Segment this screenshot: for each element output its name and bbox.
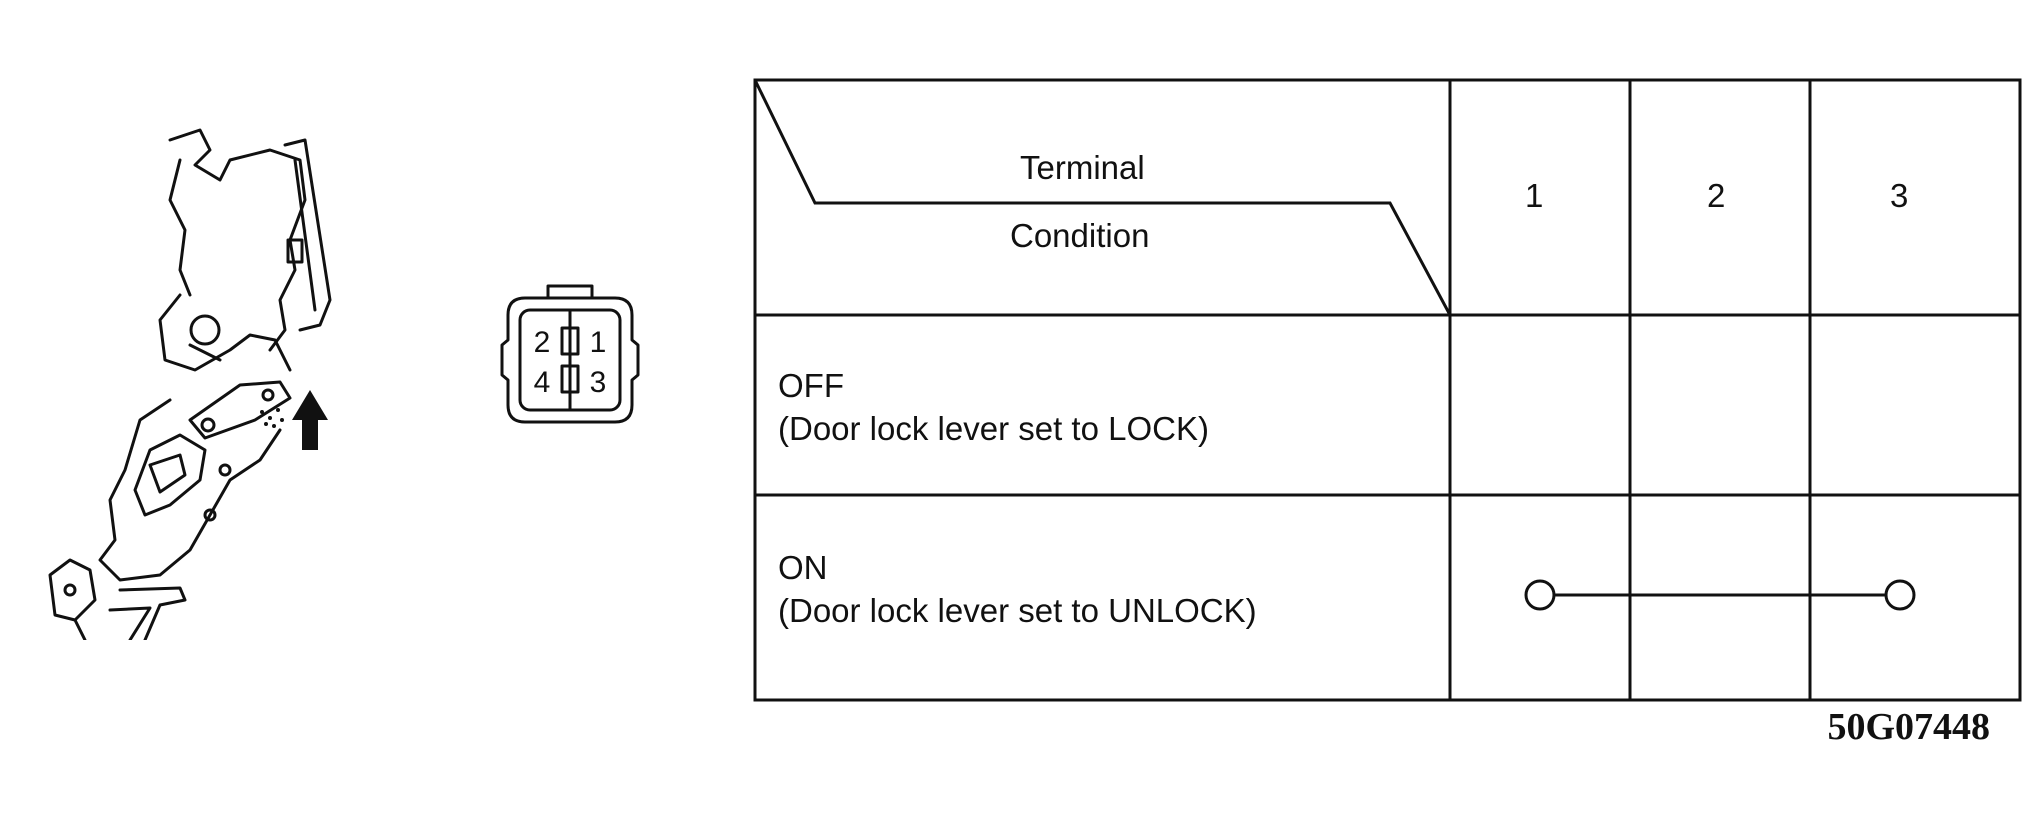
connector-pin-diagram: 2 1 4 3 <box>500 284 640 424</box>
figure-code: 50G07448 <box>1827 706 1990 748</box>
connector-pin-4: 4 <box>534 366 551 399</box>
connector-pin-2: 2 <box>534 326 551 359</box>
header-condition-label: Condition <box>1010 217 1150 254</box>
header-terminal-3: 3 <box>1890 177 1909 214</box>
row-on-state: ON <box>778 549 828 586</box>
continuity-line <box>1524 579 1916 611</box>
row-off-state: OFF <box>778 367 844 404</box>
row-off-description: (Door lock lever set to LOCK) <box>778 410 1209 447</box>
terminal-1-marker <box>1524 579 1556 611</box>
connector-pin-3: 3 <box>590 366 607 399</box>
header-terminal-1: 1 <box>1525 177 1544 214</box>
continuity-table: Terminal Condition 1 2 3 OFF (Door lock … <box>750 75 2023 705</box>
header-terminal-2: 2 <box>1707 177 1726 214</box>
connector-pin-1: 1 <box>590 326 607 359</box>
door-lock-assembly-icon <box>48 128 332 640</box>
header-terminal-label: Terminal <box>1020 149 1145 186</box>
row-on-description: (Door lock lever set to UNLOCK) <box>778 592 1257 629</box>
terminal-3-marker <box>1884 579 1916 611</box>
